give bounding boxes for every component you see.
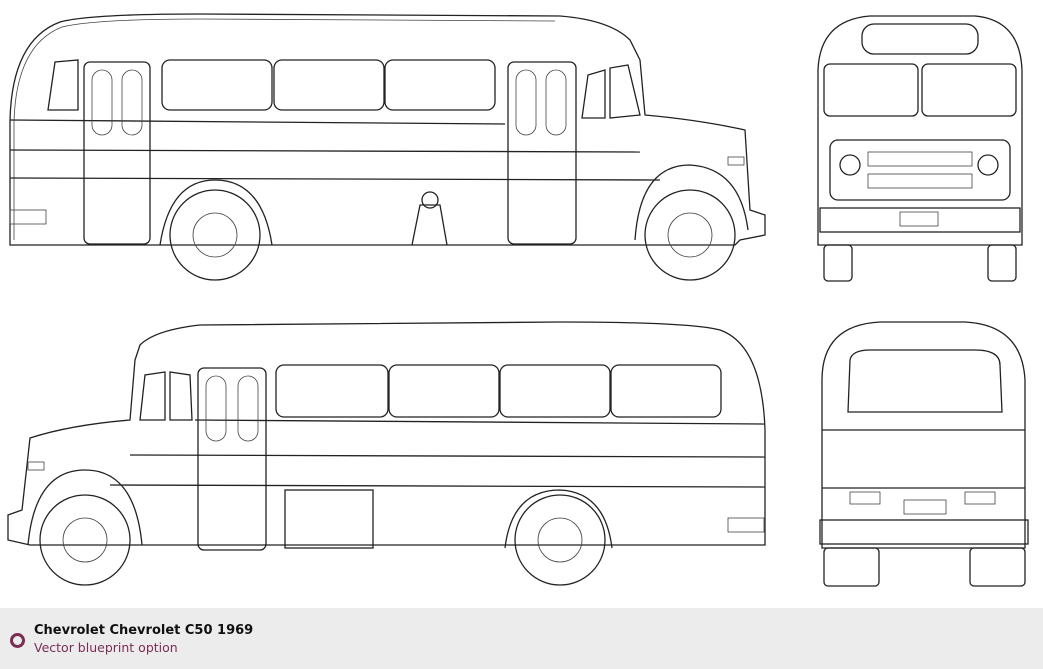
bus-blueprint-drawing bbox=[7, 13, 1029, 587]
side-view-left bbox=[7, 321, 766, 586]
front-view bbox=[817, 15, 1023, 282]
blueprint-title: Chevrolet Chevrolet C50 1969 bbox=[34, 623, 254, 638]
caption-bar: Chevrolet Chevrolet C50 1969 Vector blue… bbox=[0, 608, 1043, 669]
blueprint-subtitle[interactable]: Vector blueprint option bbox=[34, 640, 178, 655]
ring-bullet-icon bbox=[10, 633, 25, 648]
rear-view bbox=[819, 321, 1029, 587]
side-view-right bbox=[9, 13, 766, 281]
